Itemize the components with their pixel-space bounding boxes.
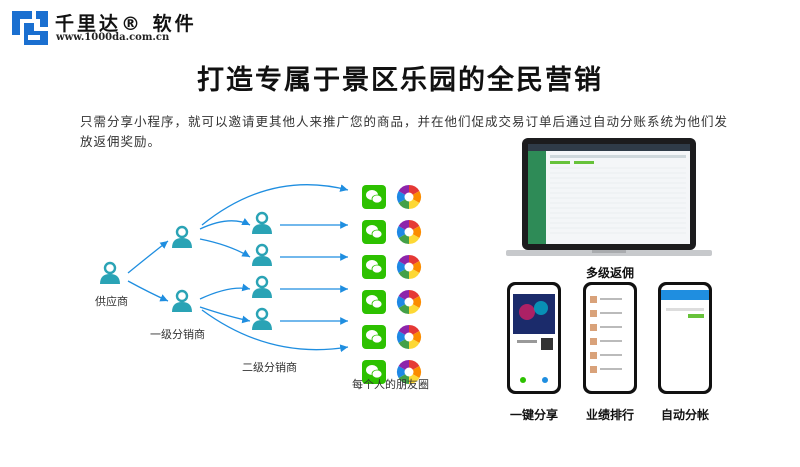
moments-icon — [396, 220, 422, 244]
level1-person-icon — [170, 225, 194, 250]
page-title: 打造专属于景区乐园的全民营销 — [197, 65, 603, 96]
phone-split-mockup — [658, 282, 712, 394]
moments-icon — [396, 360, 422, 384]
moments-icon — [396, 290, 422, 314]
friends-circle-label: 每个人的朋友圈 — [352, 378, 429, 391]
social-icon-row — [362, 254, 428, 280]
wechat-icon — [362, 220, 386, 244]
phone-ranking-mockup — [583, 282, 637, 394]
level2-person-icon — [250, 211, 274, 236]
social-icon-row — [362, 359, 428, 385]
brand-url: www.1000da.com.cn — [56, 32, 170, 43]
multi-level-rebate-label: 多级返佣 — [585, 266, 634, 280]
supplier-label: 供应商 — [95, 295, 128, 308]
supplier-person-icon — [98, 261, 122, 286]
arrows — [127, 184, 349, 353]
wechat-icon — [362, 185, 386, 209]
social-icon-row — [362, 324, 428, 350]
performance-ranking-label: 业绩排行 — [585, 408, 634, 422]
brand-name: 千里达® 软件 — [55, 13, 197, 35]
laptop-mockup — [506, 138, 712, 256]
level1-label: 一级分销商 — [150, 328, 205, 341]
distribution-diagram — [98, 184, 349, 353]
level2-person-icon — [250, 243, 274, 268]
level2-person-icon — [250, 307, 274, 332]
phone-share-mockup — [507, 282, 561, 394]
wechat-icon — [362, 290, 386, 314]
level1-person-icon — [170, 289, 194, 314]
social-icon-row — [362, 184, 428, 210]
brand-logo-icon — [10, 9, 50, 47]
moments-icon — [396, 255, 422, 279]
wechat-icon — [362, 325, 386, 349]
social-icon-column — [362, 184, 428, 385]
wechat-icon — [362, 360, 386, 384]
one-click-share-label: 一键分享 — [509, 408, 558, 422]
wechat-icon — [362, 255, 386, 279]
social-icon-row — [362, 289, 428, 315]
moments-icon — [396, 185, 422, 209]
social-icon-row — [362, 219, 428, 245]
level2-label: 二级分销商 — [242, 361, 297, 374]
level2-person-icon — [250, 275, 274, 300]
moments-icon — [396, 325, 422, 349]
page-description: 只需分享小程序，就可以邀请更其他人来推广您的商品，并在他们促成交易订单后通过自动… — [80, 114, 729, 149]
auto-split-label: 自动分帐 — [660, 408, 709, 422]
